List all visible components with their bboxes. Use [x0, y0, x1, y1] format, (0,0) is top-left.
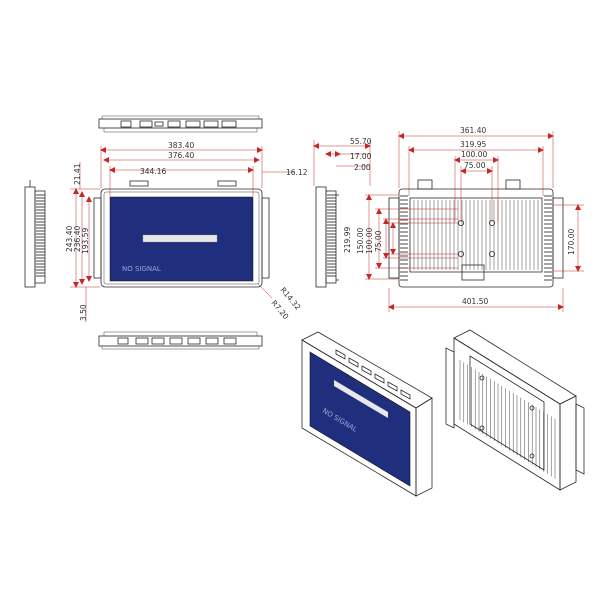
front-screen-banner	[142, 234, 218, 243]
left-side-view	[24, 180, 46, 288]
connector-port	[387, 381, 398, 392]
connector-port	[223, 337, 237, 345]
connector-port	[187, 337, 201, 345]
dim-rear-width-mount: 319.95	[460, 140, 486, 149]
dim-side-depth-bezel: 2.00	[354, 163, 371, 172]
connector-port	[117, 337, 129, 345]
connector-port	[135, 337, 149, 345]
rear-dimensions: 361.40 319.95 100.00 75.00 219.99 150.00…	[343, 126, 584, 312]
connector-port	[400, 389, 411, 400]
dim-rear-height-total: 219.99	[343, 227, 352, 253]
dim-front-width-bezel: 376.40	[168, 151, 194, 160]
dim-front-offset-right: 16.12	[286, 168, 308, 177]
dim-side-depth-frame: 17.00	[350, 152, 372, 161]
dim-front-width-active: 344.16	[140, 167, 166, 176]
top-view	[98, 115, 263, 133]
connector-port	[348, 357, 359, 368]
dim-rear-height-150: 150.00	[356, 228, 365, 254]
side-dimensions: 55.70 17.00 2.00	[313, 137, 372, 186]
iso-front-view: NO SIGNAL	[301, 331, 433, 497]
bottom-view	[98, 331, 263, 350]
dim-rear-vesa-100: 100.00	[461, 150, 487, 159]
dim-rear-width-total: 361.40	[460, 126, 486, 135]
dim-front-width-outer: 383.40	[168, 141, 194, 150]
dim-rear-height-75: 75.00	[374, 230, 383, 252]
dim-rear-height-170: 170.00	[567, 229, 576, 255]
dim-side-depth-total: 55.70	[350, 137, 372, 146]
dim-front-height-outer: 243.40	[65, 226, 74, 252]
right-side-view	[315, 186, 339, 288]
iso-front-banner	[334, 380, 388, 418]
dim-rear-height-100: 100.00	[365, 228, 374, 254]
connector-port	[151, 337, 165, 345]
rear-view	[388, 179, 564, 288]
connector-port	[361, 365, 372, 376]
dim-front-height-bezel: 236.40	[73, 226, 82, 252]
iso-front-screen	[309, 351, 411, 487]
front-view: NO SIGNAL	[93, 180, 270, 288]
front-no-signal-text: NO SIGNAL	[122, 265, 161, 273]
connector-port	[205, 337, 219, 345]
dim-front-offset-top: 21.41	[73, 163, 82, 185]
connector-port	[335, 349, 346, 360]
connector-port	[374, 373, 385, 384]
dim-front-height-active: 193.59	[81, 228, 90, 254]
iso-rear-view	[445, 329, 585, 491]
dim-rear-vesa-75: 75.00	[464, 161, 486, 170]
connector-port	[169, 337, 183, 345]
dim-front-offset-bottom: 3.50	[79, 304, 88, 321]
dim-rear-flange-width: 401.50	[462, 297, 488, 306]
